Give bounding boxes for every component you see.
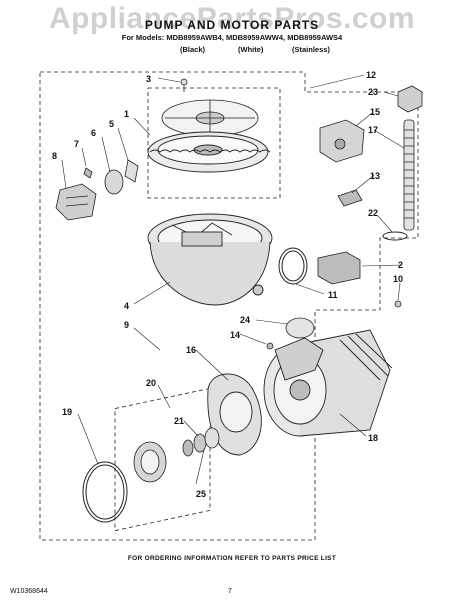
impeller-group-outline (114, 387, 211, 532)
page-number: 7 (228, 588, 232, 595)
small-screw-part (266, 342, 274, 350)
bracket-part (317, 251, 361, 285)
callout-21: 21 (174, 416, 184, 426)
callout-11: 11 (328, 290, 338, 300)
variant-black: (Black) (180, 45, 206, 54)
callout-4: 4 (124, 301, 129, 311)
callout-2: 2 (398, 260, 403, 270)
sump-housing-part (147, 213, 273, 306)
page-title: PUMP AND MOTOR PARTS (144, 18, 320, 32)
hose-clamp-part (382, 231, 408, 241)
drain-hose-part (403, 119, 415, 231)
callout-5: 5 (109, 119, 114, 129)
callout-10: 10 (393, 274, 403, 284)
callout-24: 24 (240, 315, 250, 325)
cover-assembly-outline (147, 87, 281, 199)
outer-assembly-outline (39, 71, 419, 541)
callout-20: 20 (146, 378, 156, 388)
callout-3: 3 (146, 74, 151, 84)
ordering-note: FOR ORDERING INFORMATION REFER TO PARTS … (127, 555, 337, 562)
variant-stainless: (Stainless) (292, 45, 330, 54)
callout-17: 17 (368, 125, 378, 135)
diverter-parts (55, 159, 139, 221)
motor-part (263, 329, 393, 437)
callout-18: 18 (368, 433, 378, 443)
model-list: For Models: MDB8959AWB4, MDB8959AWW4, MD… (121, 33, 343, 42)
impeller-housing-part (207, 373, 262, 456)
callout-6: 6 (91, 128, 96, 138)
callout-16: 16 (186, 345, 196, 355)
seal-ring-part (82, 461, 128, 523)
clip-part (337, 189, 363, 207)
callout-15: 15 (370, 107, 380, 117)
callout-13: 13 (370, 171, 380, 181)
gear-ring-part (147, 131, 271, 173)
callout-14: 14 (230, 330, 240, 340)
capacitor-part (285, 317, 315, 339)
impeller-parts (133, 427, 220, 483)
callout-12: 12 (366, 70, 376, 80)
callout-8: 8 (52, 151, 57, 161)
screw-part (180, 78, 188, 92)
gasket-ring-part (278, 247, 308, 285)
callout-19: 19 (62, 407, 72, 417)
callout-9: 9 (124, 320, 129, 330)
document-number: W10368644 (10, 588, 48, 595)
callout-22: 22 (368, 208, 378, 218)
variant-white: (White) (238, 45, 264, 54)
callout-23: 23 (368, 87, 378, 97)
valve-parts (319, 85, 423, 163)
callout-1: 1 (124, 109, 129, 119)
mount-screw-part (394, 300, 402, 308)
leader-lines (61, 74, 405, 485)
site-watermark: AppliancePartsPros.com (48, 2, 416, 35)
filter-cover-part (161, 99, 259, 137)
callout-7: 7 (74, 139, 79, 149)
callout-25: 25 (196, 489, 206, 499)
